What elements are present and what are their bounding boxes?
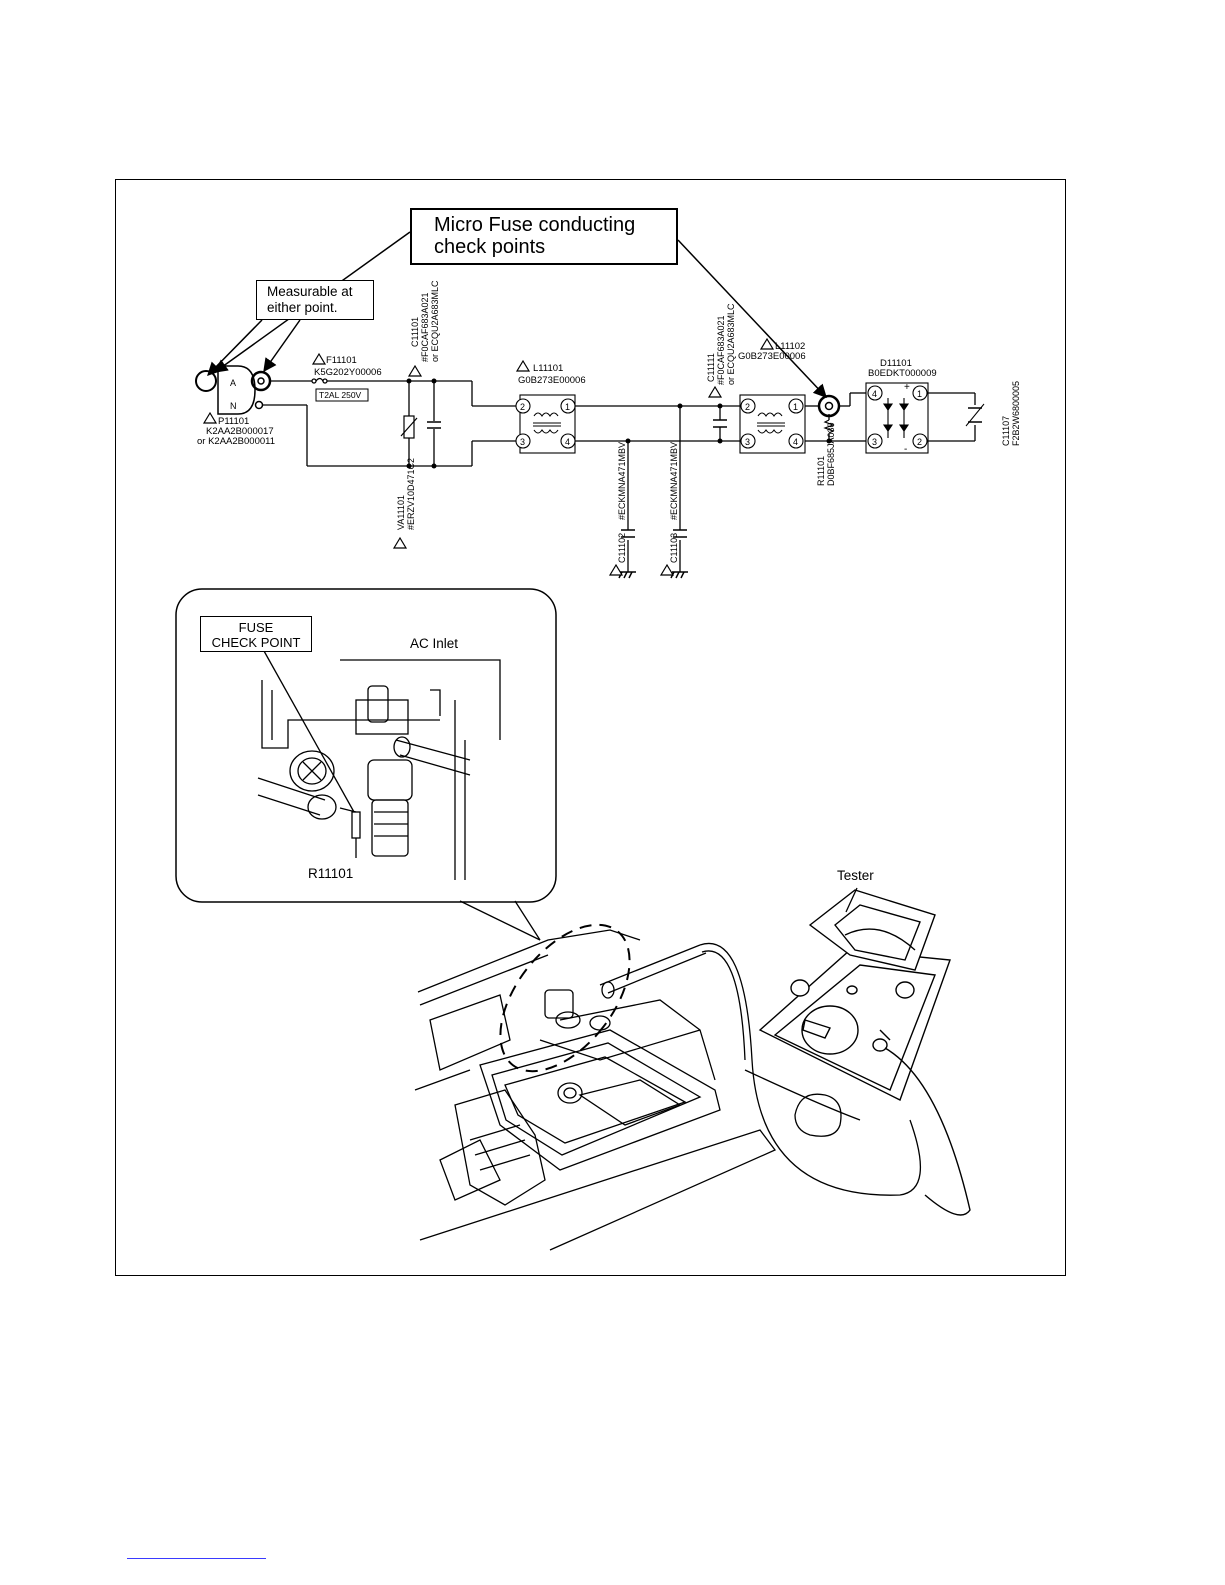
c11102-ref: C11102 [617, 533, 627, 563]
l11101-ref: L11101 [533, 363, 563, 374]
capacitor-c11101-symbol [427, 421, 441, 429]
capacitors-c11102-c11103-symbols [618, 529, 688, 579]
d11101-pin-4: 4 [872, 389, 877, 399]
fuse-check-line1: FUSE [238, 620, 274, 635]
va11101-part: #ERZV10D471C2 [406, 458, 416, 530]
c11101-part: #F0CAF683A021 [420, 292, 430, 362]
d11101-pin-1: 1 [917, 389, 922, 399]
tester-label: Tester [837, 868, 874, 883]
ac-inlet-p11101-symbol [195, 365, 272, 415]
f11101-ref: F11101 [326, 355, 357, 366]
c11101-ref: C11101 [410, 317, 420, 347]
c11111-part: #F0CAF683A021 [716, 315, 726, 385]
l11102-pin-3: 3 [745, 437, 750, 447]
r11101-check-point-symbol [817, 394, 841, 434]
c11102-part: #ECKMNA471MBV [617, 442, 627, 520]
plus-sign: + [904, 382, 910, 393]
junction-dots [406, 378, 832, 469]
pin-n-label: N [230, 401, 237, 411]
c11103-ref: C11103 [669, 533, 679, 563]
tester-leader [845, 887, 858, 913]
micro-fuse-callout-line1: Micro Fuse conducting [434, 214, 636, 236]
r11101-ref: R11101 [816, 456, 826, 486]
p11101-part: K2AA2B000017 [206, 426, 274, 437]
c11107-part: F2B2W6800005 [1011, 381, 1021, 446]
r11101-part: D0BF685JA030 [826, 422, 836, 486]
footer-rule [127, 1558, 266, 1559]
d11101-pin-3: 3 [872, 437, 877, 447]
fuse-f11101-symbol [311, 377, 369, 402]
measurable-callout: Measurable at either point. [256, 280, 374, 320]
c11111-ref: C11111 [706, 353, 716, 382]
figure-frame [115, 179, 1066, 1276]
va11101-ref: VA11101 [396, 495, 406, 530]
fuse-check-line2: CHECK POINT [211, 635, 301, 650]
fuse-rating: T2AL 250V [319, 390, 362, 400]
c11103-part: #ECKMNA471MBV [669, 442, 679, 520]
varistor-va11101-symbol [400, 415, 418, 439]
ac-inlet-label: AC Inlet [410, 636, 459, 651]
device-drawing [414, 923, 922, 1251]
l11101-pin-3: 3 [520, 437, 525, 447]
c11107-ref: C11107 [1001, 416, 1011, 446]
inset-chassis-drawing [257, 650, 501, 880]
capacitor-c11111-symbol [713, 419, 727, 428]
c11111-alt-part: or ECQU2A683MLC [726, 303, 736, 385]
p11101-ref: P11101 [218, 416, 249, 427]
f11101-part: K5G202Y00006 [314, 367, 382, 378]
d11101-part: B0EDKT000009 [868, 368, 937, 379]
line-filter-l11102-symbol [739, 394, 806, 454]
pin-a-label: A [230, 378, 236, 388]
l11101-pin-2: 2 [520, 402, 525, 412]
measurable-callout-line1: Measurable at [267, 284, 353, 299]
capacitor-c11107-symbol [965, 403, 985, 427]
safety-warning-icons [202, 337, 775, 576]
tester-meter-drawing [758, 889, 971, 1216]
l11102-part: G0B273E00006 [738, 351, 806, 362]
l11101-part: G0B273E00006 [518, 375, 586, 386]
bridge-rectifier-d11101-symbol [865, 382, 929, 454]
l11102-ref: L11102 [775, 341, 805, 352]
l11102-pin-4: 4 [793, 437, 798, 447]
micro-fuse-callout-line2: check points [434, 236, 546, 258]
schematic-wires [263, 380, 976, 572]
l11101-pin-1: 1 [565, 402, 570, 412]
r11101-label: R11101 [308, 866, 354, 881]
fuse-check-point-label: FUSE CHECK POINT [200, 616, 312, 652]
d11101-pin-2: 2 [917, 437, 922, 447]
l11102-pin-1: 1 [793, 402, 798, 412]
l11101-pin-4: 4 [565, 437, 570, 447]
measurable-callout-line2: either point. [267, 300, 338, 315]
c11101-alt-part: or ECQU2A683MLC [430, 280, 440, 362]
micro-fuse-callout: Micro Fuse conducting check points [410, 208, 678, 265]
p11101-alt-part: or K2AA2B000011 [197, 436, 275, 447]
l11102-pin-2: 2 [745, 402, 750, 412]
d11101-ref: D11101 [880, 358, 912, 369]
inset-detail [175, 588, 557, 941]
minus-sign: - [904, 444, 907, 455]
line-filter-l11101-symbol [515, 394, 576, 454]
